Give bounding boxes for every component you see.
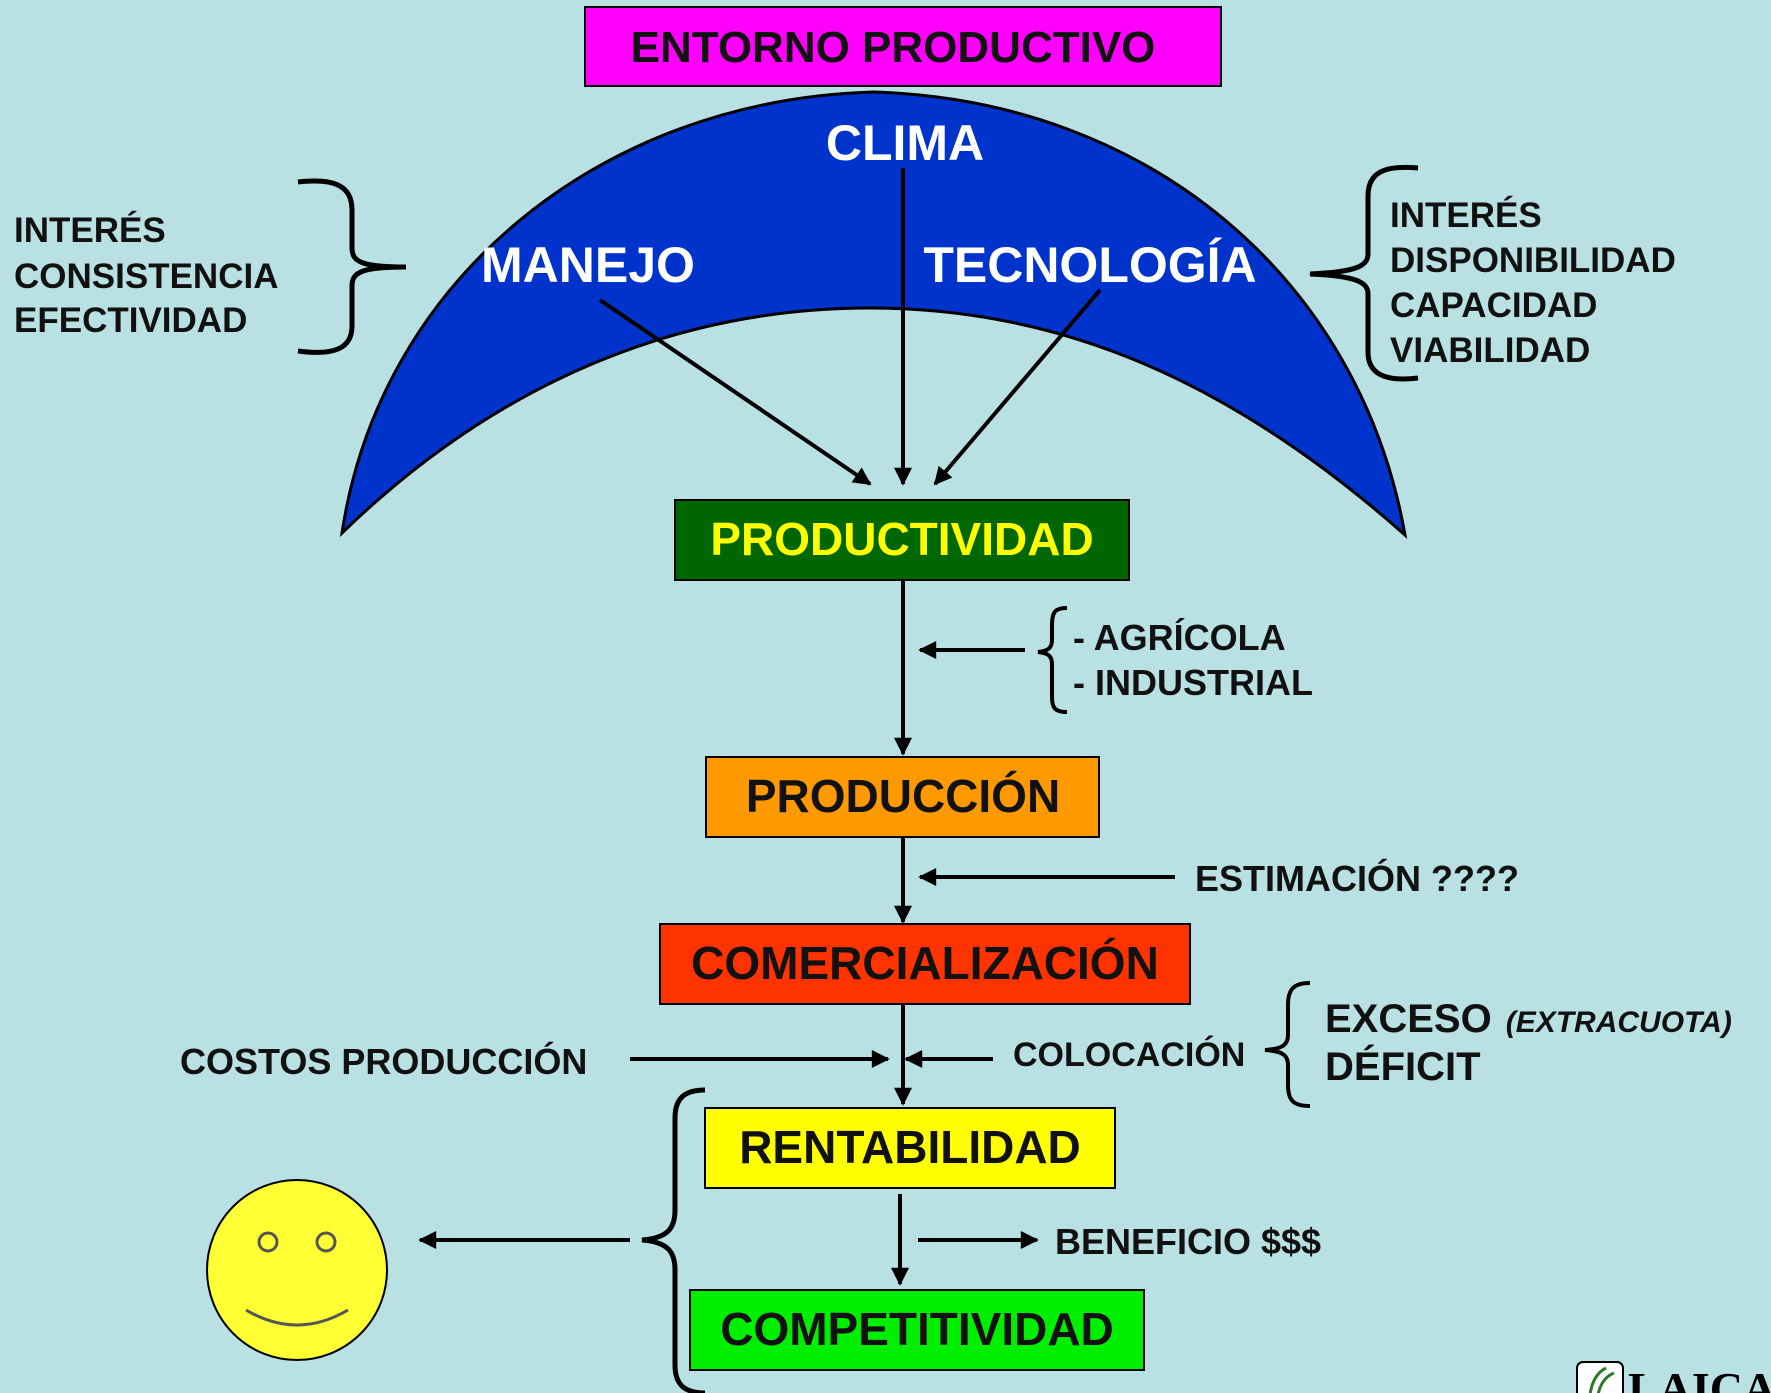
types-brace xyxy=(1037,606,1068,714)
deficit-label: DÉFICIT xyxy=(1325,1044,1481,1089)
stage-comercializacion xyxy=(659,923,1191,1005)
estimacion-label: ESTIMACIÓN ???? xyxy=(1195,857,1519,899)
stage-comercializacion-label: COMERCIALIZACIÓN xyxy=(691,937,1159,989)
title-box xyxy=(584,6,1222,87)
right-factors-brace xyxy=(1309,164,1419,382)
arrow-manejo xyxy=(598,298,872,486)
stage-produccion xyxy=(705,756,1100,838)
right-factor-2: DISPONIBILIDAD xyxy=(1390,241,1676,280)
type-agricola: - AGRÍCOLA xyxy=(1073,617,1286,658)
costos-label: COSTOS PRODUCCIÓN xyxy=(180,1040,587,1082)
beneficio-label: BENEFICIO $$$ xyxy=(1055,1221,1321,1262)
left-factor-3: EFECTIVIDAD xyxy=(14,301,247,340)
right-factor-4: VIABILIDAD xyxy=(1390,331,1590,370)
dome-clima: CLIMA xyxy=(826,115,984,171)
extracuota-text: (EXTRACUOTA) xyxy=(1506,1006,1732,1039)
right-factor-1: INTERÉS xyxy=(1390,195,1542,235)
stage-produccion-label: PRODUCCIÓN xyxy=(746,770,1060,822)
outcome-brace xyxy=(641,1087,706,1393)
laica-logo: LAICA xyxy=(1576,1361,1771,1393)
type-industrial: - INDUSTRIAL xyxy=(1073,662,1313,703)
laica-logo-text: LAICA xyxy=(1628,1363,1771,1393)
stage-rentabilidad-label: RENTABILIDAD xyxy=(739,1121,1081,1173)
dome-tecnologia: TECNOLOGÍA xyxy=(923,237,1256,293)
left-factor-1: INTERÉS xyxy=(14,210,166,250)
colocacion-brace xyxy=(1264,981,1311,1108)
arrow-tecnologia xyxy=(933,288,1102,486)
stage-rentabilidad xyxy=(704,1107,1116,1189)
stage-competitividad xyxy=(689,1289,1145,1371)
right-factor-3: CAPACIDAD xyxy=(1390,286,1597,325)
dome-manejo: MANEJO xyxy=(481,237,695,293)
smiley-icon xyxy=(206,1179,388,1361)
colocacion-label: COLOCACIÓN xyxy=(1013,1036,1245,1074)
title-text: ENTORNO PRODUCTIVO xyxy=(631,23,1156,72)
exceso-text: EXCESO xyxy=(1325,997,1492,1041)
left-factor-2: CONSISTENCIA xyxy=(14,257,278,296)
stage-productividad-label: PRODUCTIVIDAD xyxy=(710,513,1093,565)
exceso-label: EXCESO (EXTRACUOTA) xyxy=(1325,997,1732,1041)
left-factors-brace xyxy=(297,178,407,355)
stage-competitividad-label: COMPETITIVIDAD xyxy=(720,1303,1114,1355)
stage-productividad xyxy=(674,499,1130,581)
environment-dome xyxy=(339,90,1408,539)
